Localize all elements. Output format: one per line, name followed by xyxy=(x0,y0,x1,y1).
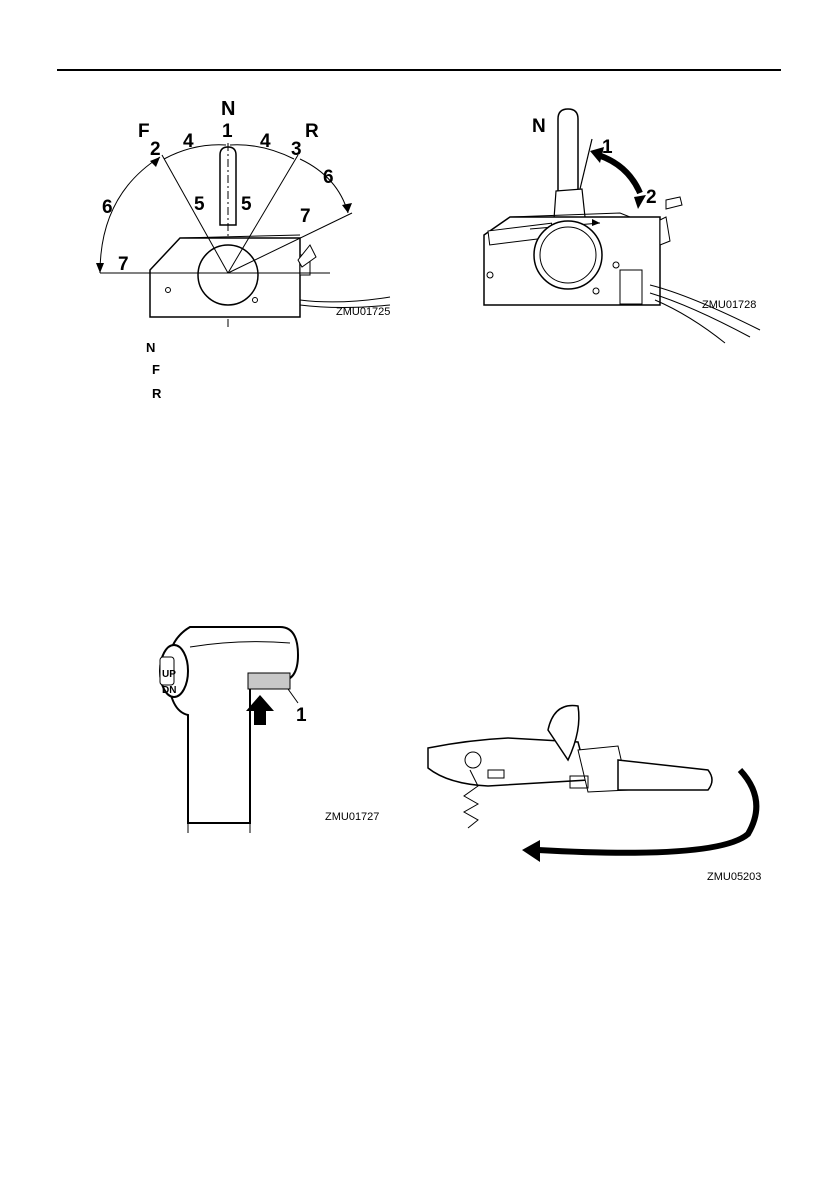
legend-item-f: F xyxy=(152,362,160,377)
diagram-label: F xyxy=(138,121,150,142)
diagram-label: 2 xyxy=(150,139,161,160)
figure-code: ZMU01728 xyxy=(702,299,756,311)
diagram-label: 4 xyxy=(260,131,271,152)
diagram-label: 6 xyxy=(323,167,334,188)
diagram-label: 1 xyxy=(296,705,307,726)
tiller-handle-diagram: ZMU05203 xyxy=(428,700,788,885)
figure-code: ZMU05203 xyxy=(707,871,761,883)
diagram-label: N xyxy=(532,116,546,137)
dn-switch-label: DN xyxy=(162,685,176,696)
diagram-label: 5 xyxy=(241,194,252,215)
legend-item-n: N xyxy=(146,340,155,355)
diagram-label: 3 xyxy=(291,139,302,160)
diagram-label: 6 xyxy=(102,197,113,218)
diagram-label: 5 xyxy=(194,194,205,215)
figure-code: ZMU01725 xyxy=(336,306,390,318)
diagram-label: 7 xyxy=(118,254,129,275)
diagram-label: R xyxy=(305,121,319,142)
diagram-label: 1 xyxy=(222,121,233,142)
diagram-label: 1 xyxy=(602,137,613,158)
header-rule xyxy=(57,69,781,71)
lever-angle-diagram: N 1 F 2 4 4 R 3 6 6 5 5 7 7 ZMU01725 xyxy=(90,95,420,335)
diagram-label: N xyxy=(221,98,235,120)
up-switch-label: UP xyxy=(162,669,176,680)
legend-item-r: R xyxy=(152,386,161,401)
diagram-label: 2 xyxy=(646,187,657,208)
figure-code: ZMU01727 xyxy=(325,811,379,823)
remote-control-box-diagram: N 1 2 ZMU01728 xyxy=(470,105,790,345)
lever-grip-diagram: UP DN 1 ZMU01727 xyxy=(150,615,400,835)
diagram-label: 4 xyxy=(183,131,194,152)
diagram-label: 7 xyxy=(300,206,311,227)
